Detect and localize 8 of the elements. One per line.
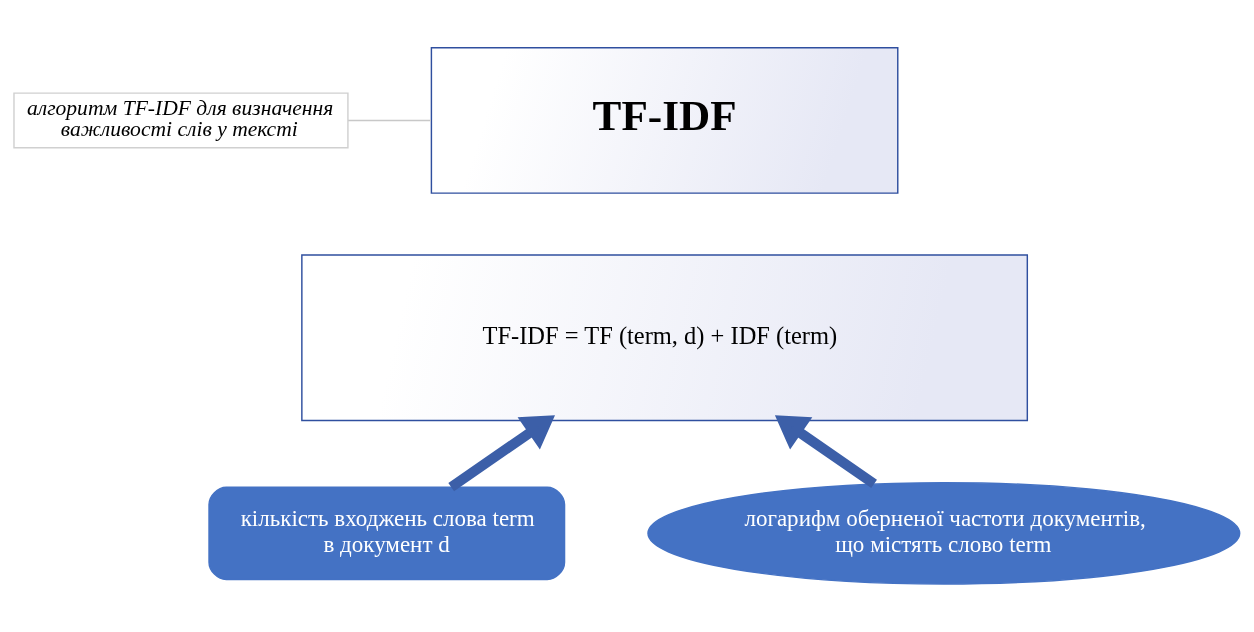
- node-box: TF-IDF: [430, 47, 899, 194]
- node-box: TF-IDF = TF (term, d) + IDF (term): [301, 254, 1029, 422]
- node-box: алгоритм TF-IDF для визначення важливості слів у тексті: [13, 92, 349, 149]
- arrow: [448, 415, 555, 492]
- node-ellipse: логарифм оберненої частоти документів, що містять слово term: [647, 481, 1241, 585]
- arrow: [774, 415, 877, 488]
- connector: [347, 119, 432, 122]
- node-box: кількість входжень слова term в документ d: [208, 486, 566, 581]
